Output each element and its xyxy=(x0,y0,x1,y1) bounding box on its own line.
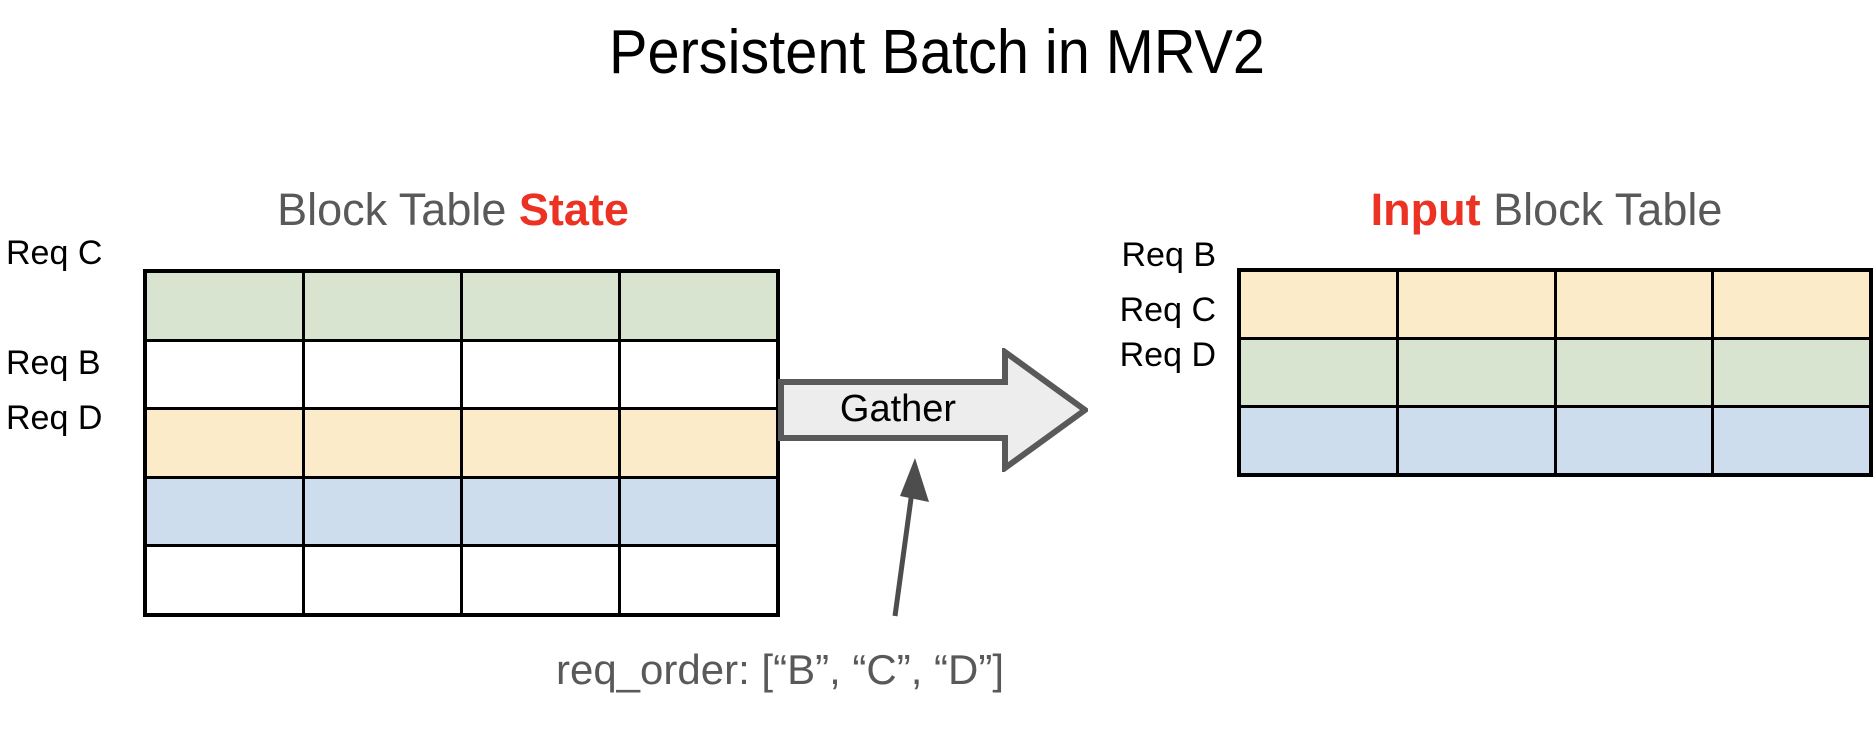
state-cell-r1c3 xyxy=(618,338,780,411)
input-cell-r0c0 xyxy=(1237,268,1399,340)
left-panel-heading: Block Table State xyxy=(143,183,763,237)
block-table-input xyxy=(1237,268,1873,477)
state-cell-r3c1 xyxy=(302,475,463,548)
state-cell-r0c3 xyxy=(618,269,780,342)
input-cell-r2c3 xyxy=(1711,405,1873,477)
block-table-state xyxy=(143,269,780,617)
right-heading-accent: Input xyxy=(1370,184,1481,235)
gather-arrow-shape xyxy=(778,348,1088,472)
table-row xyxy=(143,544,780,617)
input-cell-r0c2 xyxy=(1553,268,1715,340)
state-row-label-req-b: Req B xyxy=(6,344,101,382)
input-cell-r1c2 xyxy=(1553,337,1715,408)
right-panel-heading: Input Block Table xyxy=(1237,183,1856,237)
state-cell-r2c3 xyxy=(618,407,780,479)
input-row-label-req-d: Req D xyxy=(1119,336,1216,374)
input-cell-r1c1 xyxy=(1395,337,1557,408)
table-row xyxy=(143,338,780,411)
state-cell-r1c1 xyxy=(302,338,463,411)
table-row xyxy=(143,269,780,342)
input-cell-r1c0 xyxy=(1237,337,1399,408)
input-cell-r0c3 xyxy=(1711,268,1873,340)
left-heading-prefix: Block Table xyxy=(277,184,519,235)
input-cell-r2c0 xyxy=(1237,405,1399,477)
input-cell-r2c1 xyxy=(1395,405,1557,477)
page-title: Persistent Batch in MRV2 xyxy=(609,18,1265,87)
state-cell-r3c0 xyxy=(143,475,305,548)
table-row xyxy=(1237,268,1873,340)
input-cell-r0c1 xyxy=(1395,268,1557,340)
input-cell-r2c2 xyxy=(1553,405,1715,477)
state-cell-r0c1 xyxy=(302,269,463,342)
gather-label: Gather xyxy=(839,388,957,430)
state-cell-r2c0 xyxy=(143,407,305,479)
right-heading-suffix: Block Table xyxy=(1480,184,1723,235)
left-heading-accent: State xyxy=(518,184,629,235)
table-row xyxy=(143,407,780,479)
table-row xyxy=(1237,337,1873,408)
input-row-label-req-c: Req C xyxy=(1119,291,1216,329)
state-cell-r4c1 xyxy=(302,544,463,617)
state-cell-r2c1 xyxy=(302,407,463,479)
req-order-callout-arrow xyxy=(855,450,955,620)
state-cell-r4c3 xyxy=(618,544,780,617)
input-row-label-req-b: Req B xyxy=(1121,236,1217,274)
state-cell-r3c3 xyxy=(618,475,780,548)
state-cell-r1c0 xyxy=(143,338,305,411)
table-row xyxy=(1237,405,1873,477)
state-cell-r0c0 xyxy=(143,269,305,342)
state-row-label-req-c: Req C xyxy=(6,234,103,272)
state-cell-r4c2 xyxy=(460,544,621,617)
state-cell-r0c2 xyxy=(460,269,621,342)
state-cell-r1c2 xyxy=(460,338,621,411)
table-row xyxy=(143,475,780,548)
input-cell-r1c3 xyxy=(1711,337,1873,408)
state-cell-r3c2 xyxy=(460,475,621,548)
req-order-caption: req_order: [“B”, “C”, “D”] xyxy=(555,646,1005,693)
state-cell-r2c2 xyxy=(460,407,621,479)
state-row-label-req-d: Req D xyxy=(6,399,103,437)
state-cell-r4c0 xyxy=(143,544,305,617)
